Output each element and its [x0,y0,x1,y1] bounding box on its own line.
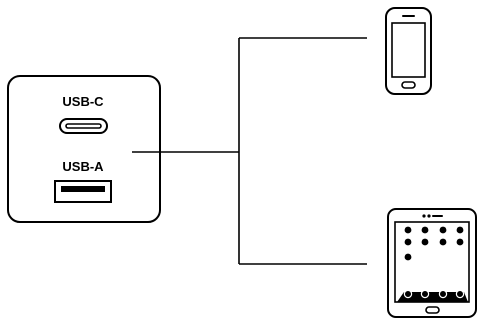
charger-body [7,75,161,223]
tablet-icon [387,208,477,318]
usb-c-port-icon [59,118,108,134]
usb-a-port-icon [54,180,112,203]
tablet-dock [397,289,468,302]
cable-lines [132,37,367,265]
tablet-app-icons [404,226,464,261]
smartphone-icon [385,7,432,95]
charger: USB-C USB-A [7,75,161,223]
usb-a-label: USB-A [62,159,104,174]
usb-c-label: USB-C [62,94,104,109]
